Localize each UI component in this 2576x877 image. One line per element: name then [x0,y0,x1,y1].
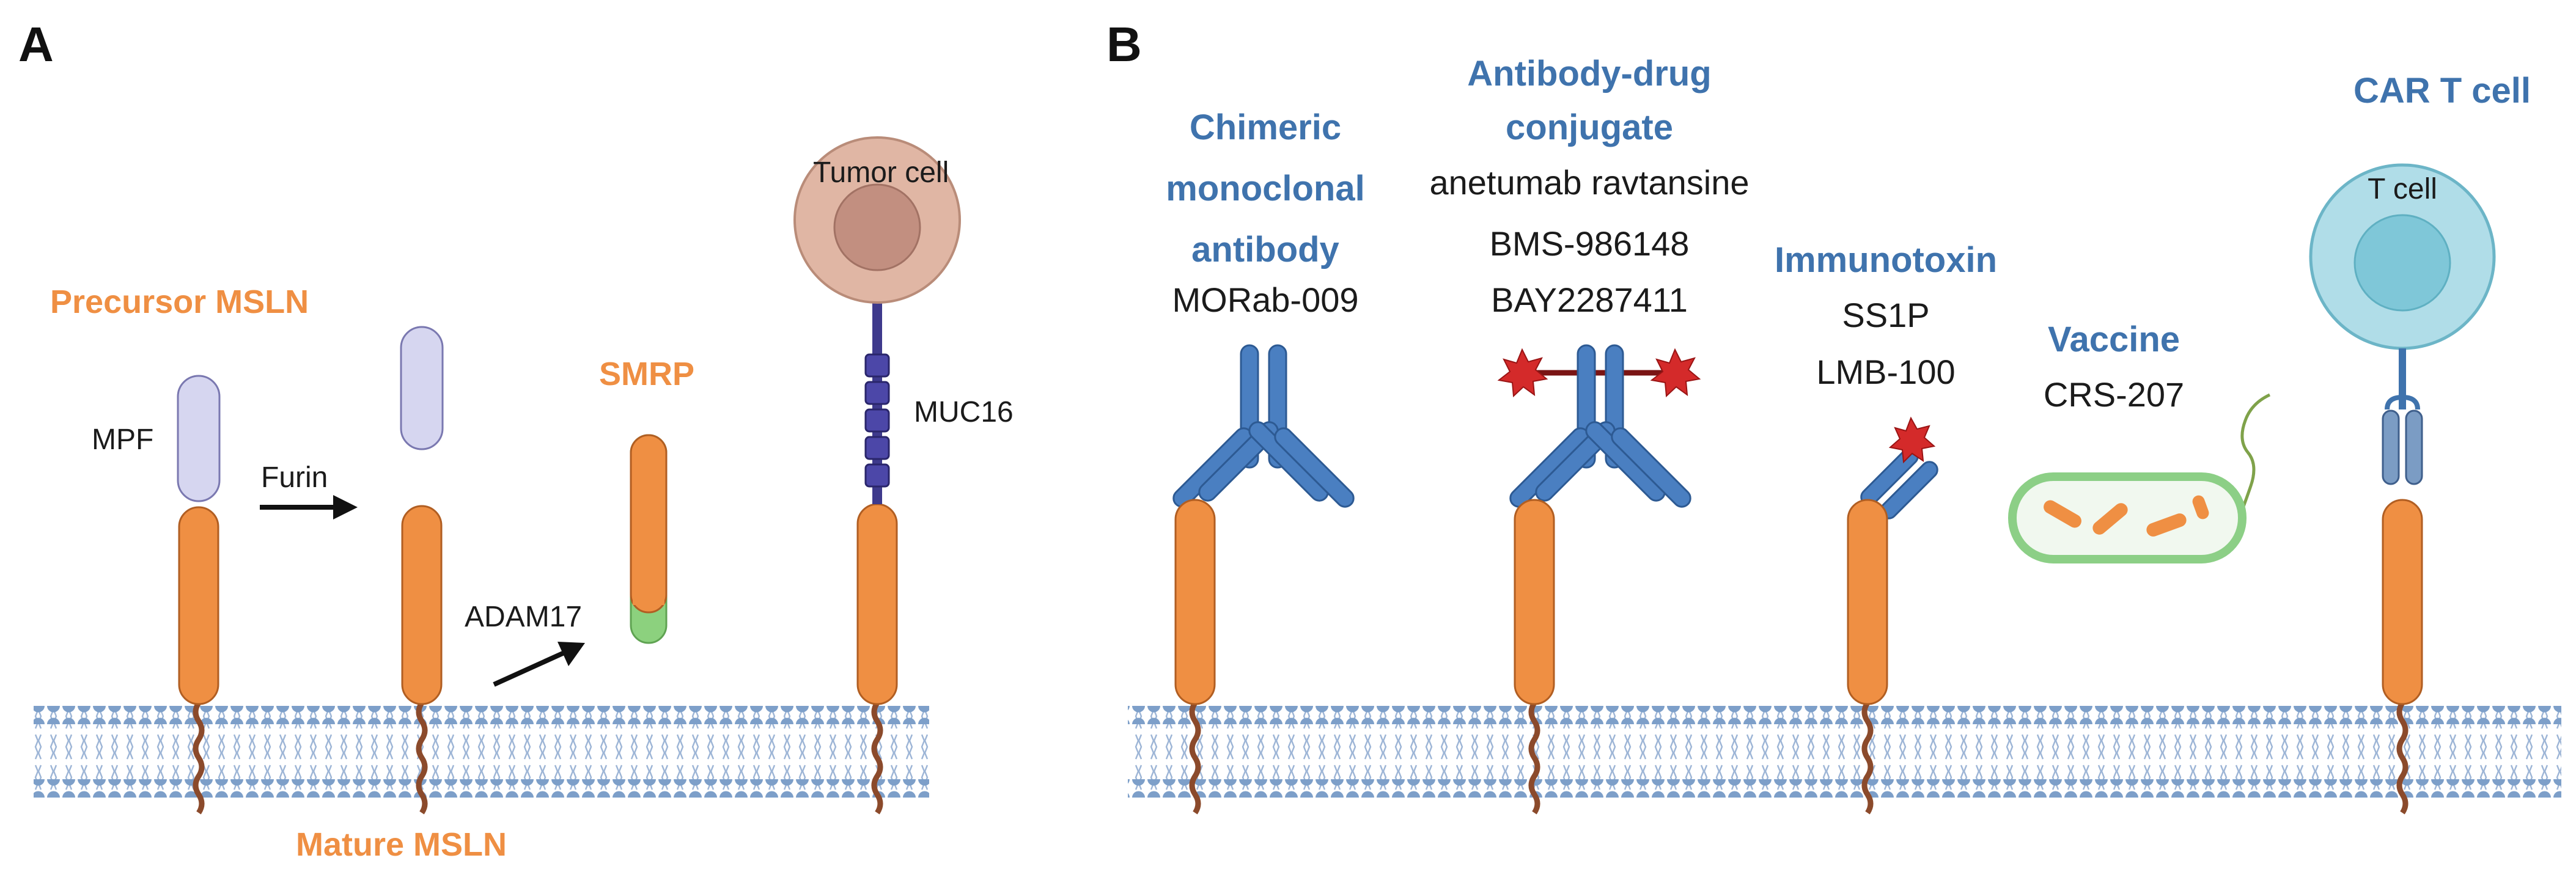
tumor-cell-label: Tumor cell [813,156,949,189]
adc-drug-anetumab: anetumab ravtansine [1429,163,1749,202]
vaccine-label: Vaccine [2048,320,2180,359]
released-mpf [400,326,444,450]
mature-msln-domain [856,503,898,705]
chimeric-label-line2: monoclonal [1166,169,1364,208]
mature-msln-label: Mature MSLN [296,826,507,863]
chimeric-label-line1: Chimeric [1190,108,1341,147]
car-receptor-right [2405,409,2423,485]
mpf-label: MPF [92,424,153,456]
adam17-label: ADAM17 [465,601,582,633]
transmembrane-tail [193,701,205,815]
msln-anchor-b5 [2382,499,2423,815]
adc-label-line2: conjugate [1506,108,1673,147]
msln-anchor-b2 [1514,499,1555,815]
car-stalk [2399,348,2406,409]
precursor-mesothelin [177,375,221,815]
muc16-segments [864,353,890,488]
adc-label-line1: Antibody-drug [1467,54,1711,94]
precursor-msln-label: Precursor MSLN [50,284,309,320]
panel-a-label: A [18,17,54,72]
adc-antibody-icon [1509,344,1691,508]
t-cell-label: T cell [2368,173,2437,205]
car-t-label: CAR T cell [2353,71,2531,111]
mpf-domain [177,375,221,502]
smrp-protein [630,434,668,644]
cell-membrane-b [1128,706,2561,798]
adc-drug-bms986148: BMS-986148 [1490,224,1690,263]
tumor-cell-nucleus [833,183,921,271]
immunotoxin-label: Immunotoxin [1775,240,1997,280]
vaccine-drug-crs207: CRS-207 [2044,375,2184,414]
mature-msln-domain [401,505,443,705]
toxin-star-icon [1497,348,1548,398]
chimeric-drug-morab009: MORab-009 [1172,281,1358,319]
furin-arrow-icon [260,495,358,519]
bacterium-icon [2008,393,2271,563]
immunotoxin-drug-lmb100: LMB-100 [1816,353,1955,391]
t-cell-nucleus [2353,214,2451,312]
muc16-label: MUC16 [914,396,1014,428]
car-t-cell-icon [2309,163,2496,485]
msln-anchor-b3 [1847,499,1888,815]
furin-label: Furin [261,461,328,494]
cleaved-mesothelin [400,326,444,815]
cell-membrane-a [34,706,929,798]
chimeric-antibody-icon [1172,344,1355,508]
bacterium-body [2008,472,2247,563]
transmembrane-tail [871,701,883,815]
panel-b-label: B [1106,17,1142,72]
toxin-star-icon [1650,348,1701,398]
bacterium-cargo [2044,495,2209,537]
adc-drug-bay2287411: BAY2287411 [1491,281,1688,319]
flagellum [2236,393,2271,523]
tumor-cell-binding [793,136,961,815]
mature-msln-domain [178,506,219,705]
toxin-star-icon [1888,416,1936,464]
transmembrane-tail [416,701,428,815]
immunotoxin-drug-ss1p: SS1P [1842,296,1929,334]
car-receptor-left [2382,409,2400,485]
msln-anchor-b1 [1174,499,1216,815]
chimeric-label-line3: antibody [1191,230,1339,270]
smrp-label: SMRP [599,356,694,392]
adam17-arrow-icon [493,642,585,687]
smrp-body [630,434,668,614]
